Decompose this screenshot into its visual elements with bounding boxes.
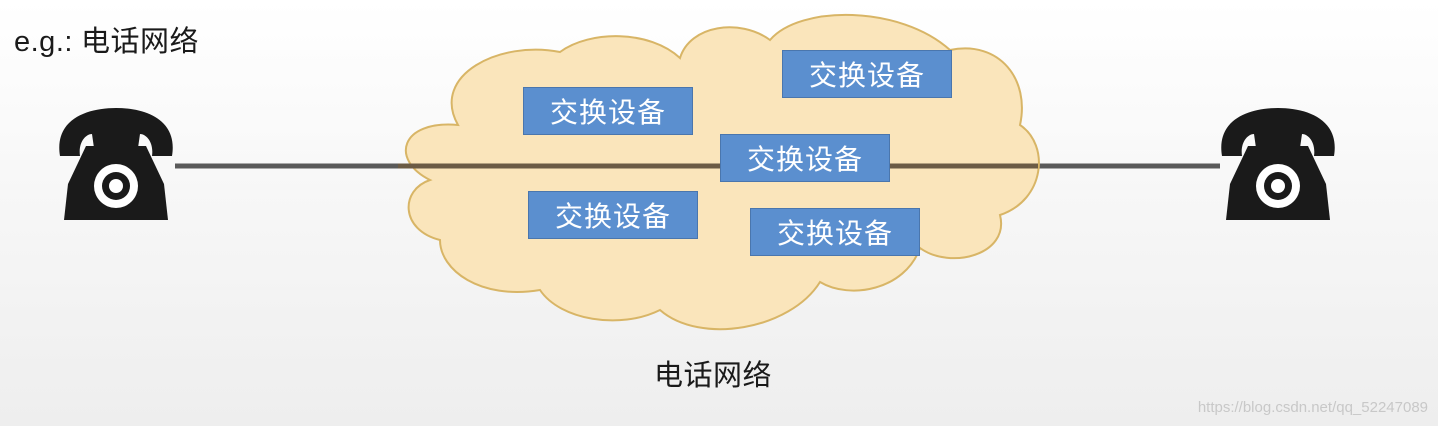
switch-box: 交换设备	[523, 87, 693, 135]
watermark: https://blog.csdn.net/qq_52247089	[1197, 399, 1428, 416]
switch-box: 交换设备	[750, 208, 920, 256]
page-heading: e.g.:电话网络	[14, 18, 199, 60]
switch-label: 交换设备	[776, 217, 893, 250]
switch-box: 交换设备	[782, 50, 952, 98]
switch-label: 交换设备	[808, 59, 925, 92]
switch-label: 交换设备	[746, 143, 863, 176]
switch-label: 交换设备	[554, 200, 671, 233]
telephone-icon	[1221, 108, 1335, 220]
switch-box: 交换设备	[528, 191, 698, 239]
heading-prefix: e.g.:	[14, 26, 73, 58]
heading-title: 电话网络	[80, 24, 199, 58]
cloud-label: 电话网络	[654, 358, 773, 392]
telephone-icon	[59, 108, 173, 220]
switch-box: 交换设备	[720, 134, 890, 182]
switch-label: 交换设备	[549, 96, 666, 129]
